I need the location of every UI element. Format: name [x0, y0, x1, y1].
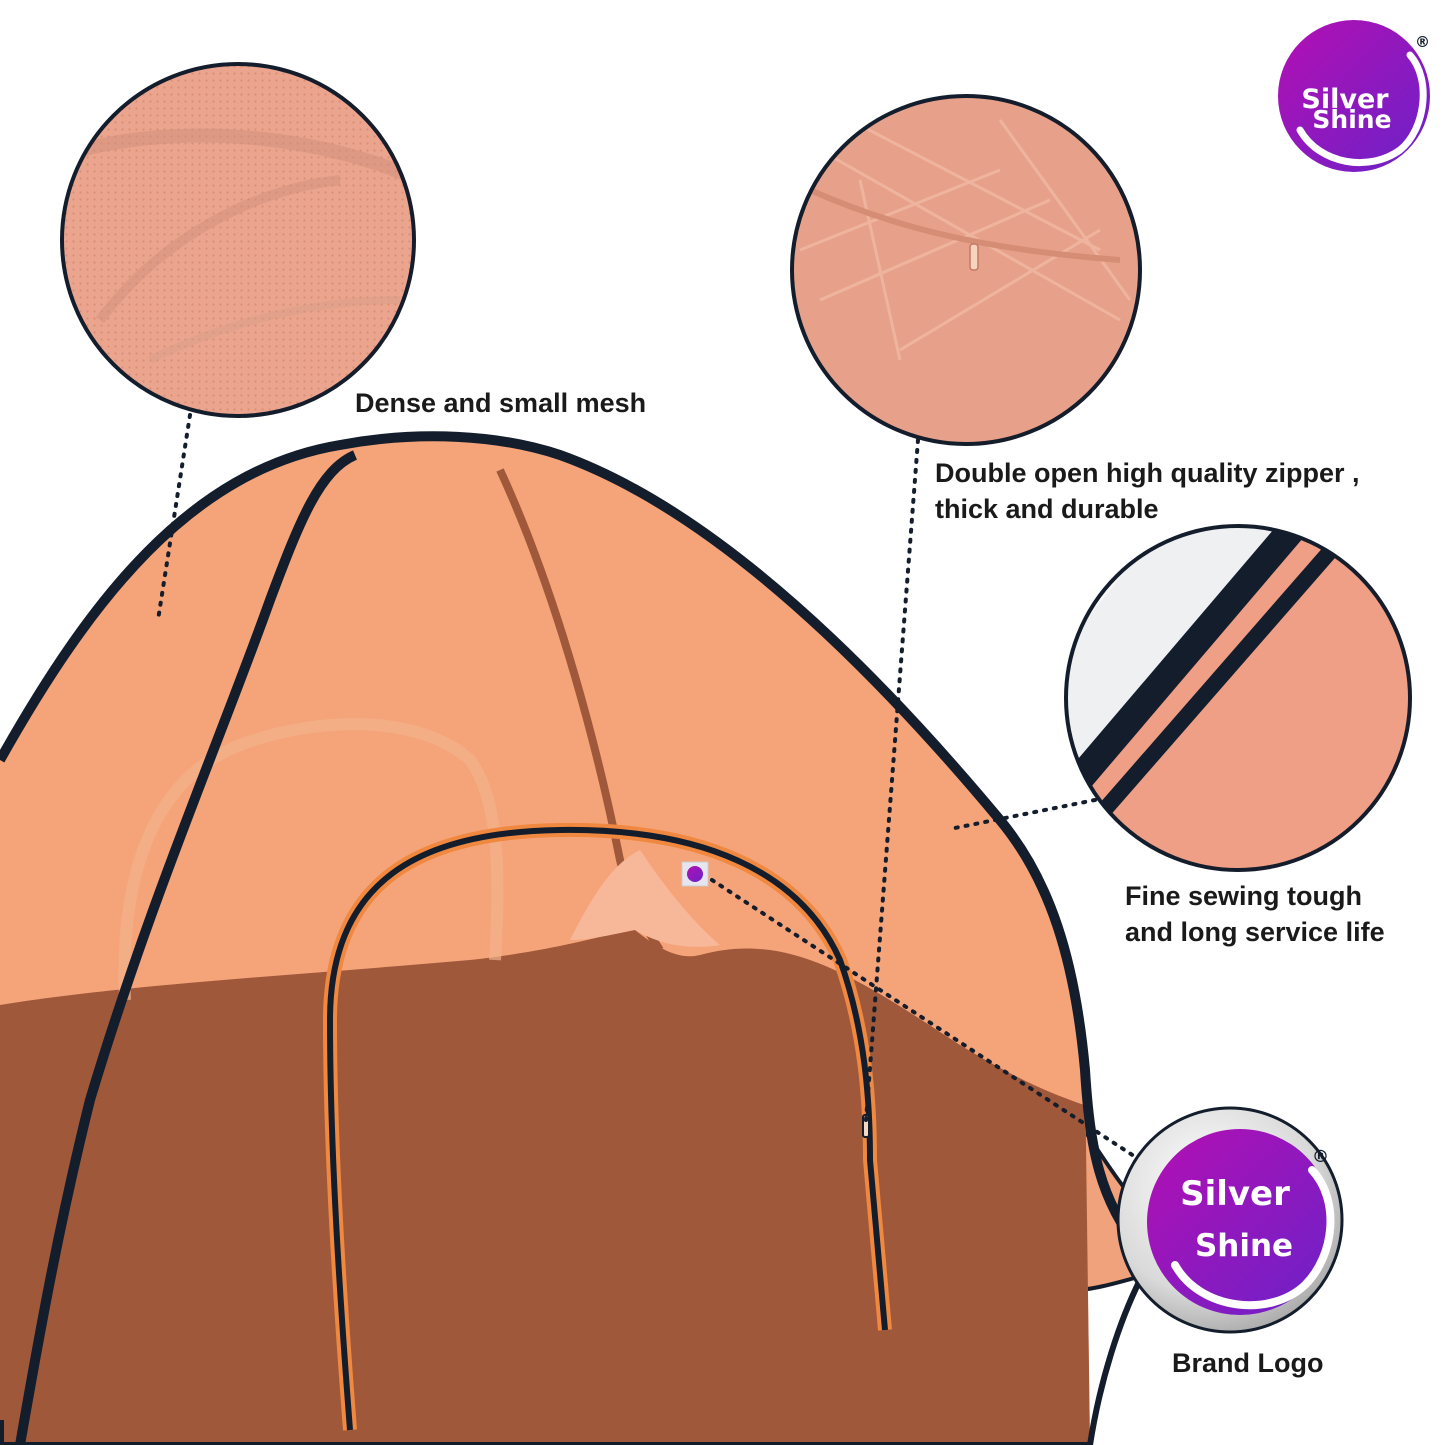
callout-zipper-label-line2: thick and durable — [935, 494, 1159, 524]
leader-zipper — [864, 438, 920, 1122]
leader-mesh — [156, 413, 192, 622]
tent-door-frame — [326, 826, 888, 1431]
zoom-circle-mesh — [60, 62, 416, 418]
callout-zipper-label-line1: Double open high quality zipper , — [935, 458, 1360, 488]
tent-illustration — [0, 431, 1153, 1445]
logo-header-line2: Shine — [1312, 105, 1391, 134]
tent-base — [0, 1278, 1143, 1445]
callout-logo-label: Brand Logo — [1172, 1348, 1324, 1378]
callout-leader-lines — [156, 413, 1142, 1162]
zoom-circle-sewing — [1064, 524, 1412, 872]
callout-sewing-label-line2: and long service life — [1125, 917, 1385, 947]
zoom-circle-zipper — [790, 94, 1142, 446]
callout-sewing-label-line1: Fine sewing tough — [1125, 881, 1362, 911]
tent-frame-outer — [0, 431, 1144, 1254]
tent-lower-shade — [0, 930, 1090, 1445]
brand-logo-header: Silver Shine ® — [1278, 20, 1430, 172]
callout-mesh-label: Dense and small mesh — [355, 388, 647, 418]
tent-inner-light — [570, 850, 720, 947]
logo-zoom-line2: Shine — [1195, 1228, 1293, 1264]
leader-sewing — [953, 798, 1097, 830]
brand-logo-zoom: Silver Shine ® — [1116, 1106, 1344, 1334]
logo-zoom-line1: Silver — [1180, 1174, 1290, 1214]
logo-header-line1: Silver — [1301, 84, 1389, 115]
logo-header-registered: ® — [1415, 33, 1430, 51]
logo-zoom-registered: ® — [1312, 1147, 1329, 1167]
tent-brand-badge — [681, 861, 709, 887]
tent-frame-pole-left — [15, 450, 358, 1445]
